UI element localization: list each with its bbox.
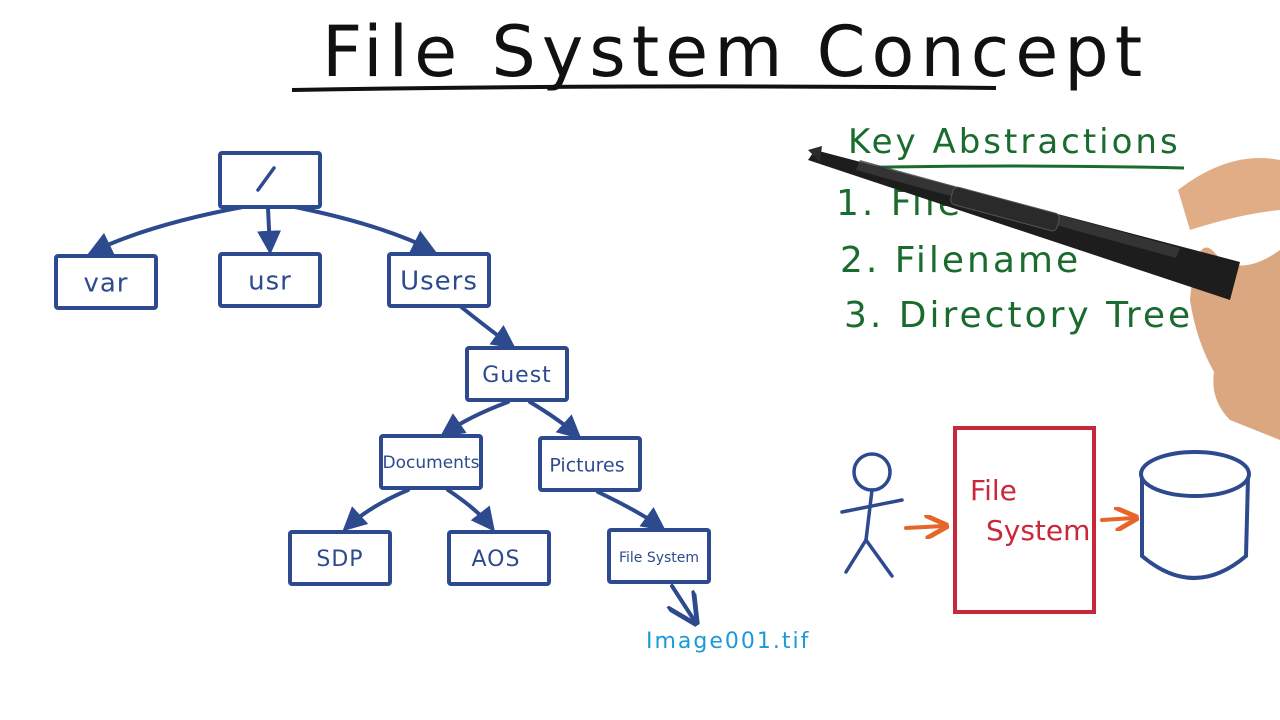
file-leaf-label: Image001.tif: [646, 629, 810, 654]
node-label-sdp: SDP: [316, 547, 363, 572]
tree-node-root: [218, 151, 322, 209]
tree-edges: [87, 204, 694, 620]
edge-root-usr: [257, 206, 282, 255]
edge-filesystem-file: [672, 584, 694, 620]
page-title: File System Concept: [322, 11, 1148, 93]
arrow-fs-to-disk: [1100, 518, 1134, 520]
tree-node-documents: Documents: [379, 434, 483, 490]
node-label-aos: AOS: [472, 547, 521, 572]
tree-node-usr: usr: [218, 252, 322, 308]
edge-root-var: [87, 204, 250, 255]
key-abstraction-item-3: 3. Directory Tree: [844, 295, 1193, 336]
edge-pictures-filesystem: [596, 490, 666, 531]
stick-figure-icon: [840, 452, 904, 578]
edge-guest-documents: [440, 400, 510, 437]
tree-node-pictures: Pictures: [538, 436, 642, 492]
tree-node-sdp: SDP: [288, 530, 392, 586]
tree-node-users: Users: [387, 252, 491, 308]
node-label-guest: Guest: [482, 363, 552, 388]
node-label-file-system: File System: [619, 550, 699, 566]
node-label-pictures: Pictures: [549, 455, 624, 477]
node-label-var: var: [83, 269, 128, 299]
tree-node-aos: AOS: [447, 530, 551, 586]
edge-users-guest: [458, 304, 516, 349]
tree-node-var: var: [54, 254, 158, 310]
node-label-documents: Documents: [383, 453, 480, 473]
edge-documents-sdp: [342, 488, 410, 532]
pen-icon: [808, 146, 1280, 440]
file-system-box-line1: File: [970, 474, 1017, 507]
node-label-usr: usr: [248, 267, 292, 297]
edge-guest-pictures: [528, 400, 582, 440]
disk-cylinder-icon: [1139, 450, 1251, 580]
file-system-box: File System: [953, 426, 1096, 614]
key-abstraction-item-2: 2. Filename: [840, 240, 1081, 281]
edge-documents-aos: [446, 488, 495, 532]
node-label-users: Users: [400, 267, 478, 297]
key-abstractions-heading: Key Abstractions: [848, 122, 1181, 162]
file-system-box-line2: System: [986, 514, 1090, 547]
key-abstractions: Key Abstractions 1. File 2. Filename 3. …: [836, 122, 1193, 336]
arrow-user-to-fs: [904, 526, 944, 528]
edge-root-users: [288, 204, 437, 253]
key-abstractions-underline: [841, 164, 1185, 170]
title-underline: [291, 84, 997, 92]
tree-node-file-system: File System: [607, 528, 711, 584]
tree-node-guest: Guest: [465, 346, 569, 402]
root-slash-glyph: [256, 166, 276, 192]
